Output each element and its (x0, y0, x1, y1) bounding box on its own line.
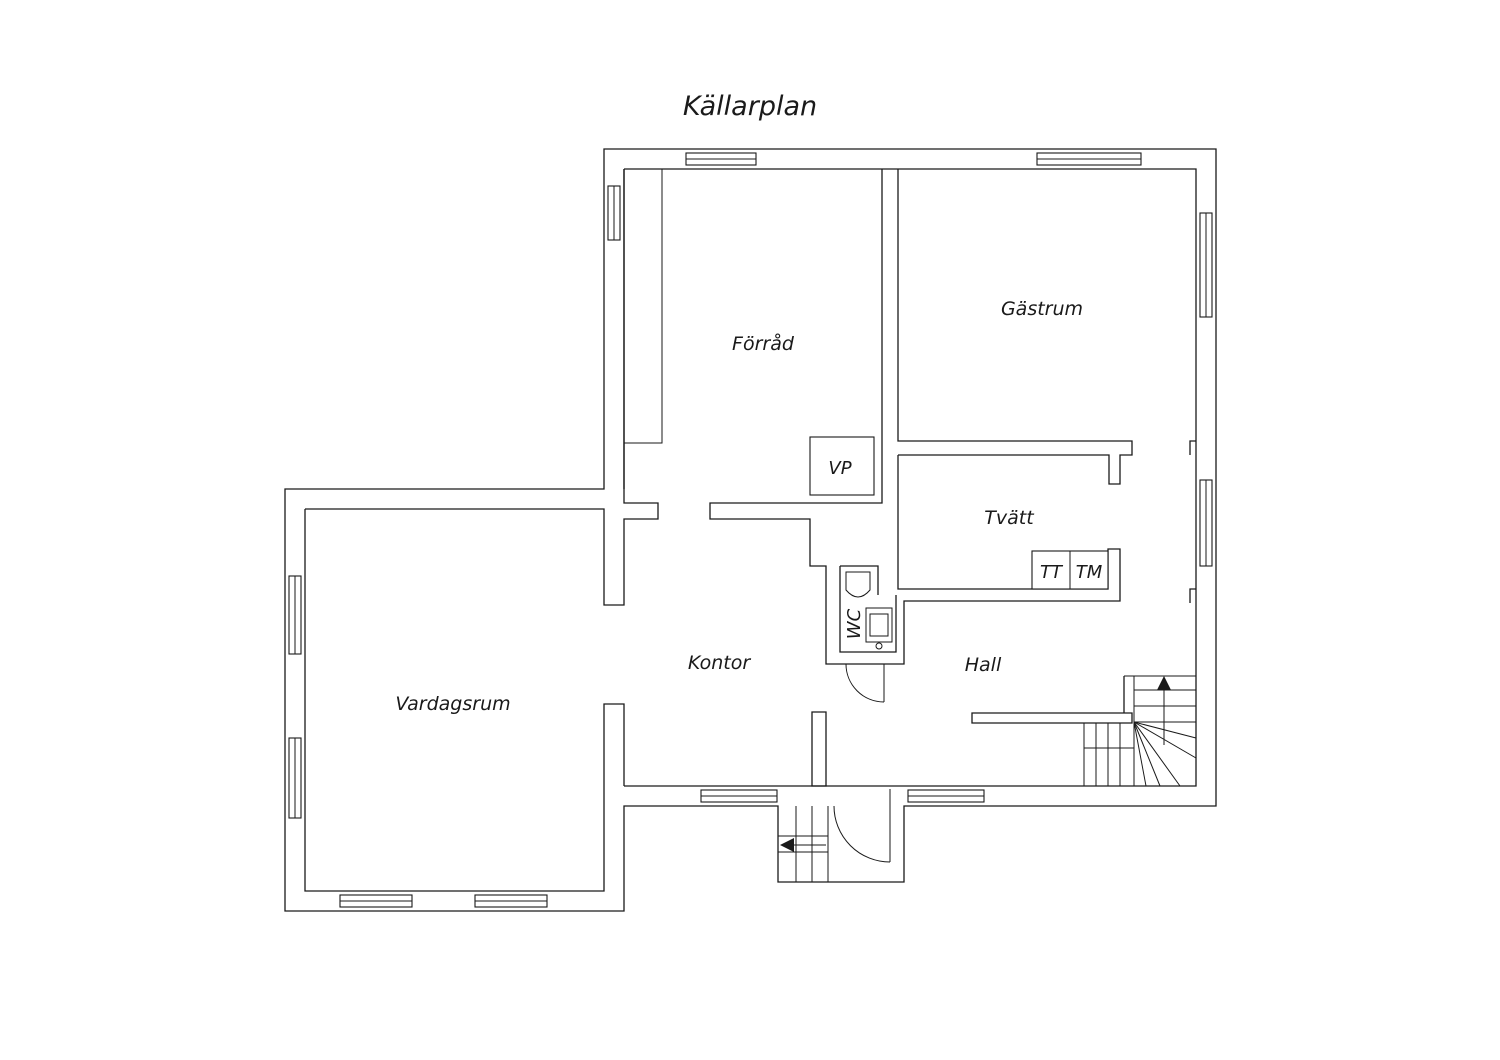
fixture-wc: WC (844, 571, 893, 650)
arrow-up-icon (1157, 676, 1171, 690)
fixture-vp: VP (809, 436, 875, 496)
staircase (1083, 675, 1197, 787)
wc-door (845, 663, 885, 703)
fixture-tm: TM (1076, 562, 1103, 583)
fixture-tt: TT (1040, 562, 1064, 583)
room-label-hall: Hall (965, 654, 1002, 676)
wc-label: WC (844, 608, 865, 639)
room-label-gastrum: Gästrum (1001, 298, 1083, 320)
windows (288, 152, 1213, 908)
plan-title: Källarplan (683, 91, 817, 122)
fixture-tt-tm: TT TM (1031, 550, 1109, 590)
arrow-left-icon (780, 838, 794, 852)
entrance-steps (778, 789, 891, 882)
room-label-tvatt: Tvätt (984, 507, 1035, 529)
outer-walls (284, 148, 1217, 912)
svg-text:VP: VP (828, 458, 851, 479)
room-label-kontor: Kontor (688, 652, 752, 674)
room-label-vardagsrum: Vardagsrum (395, 693, 510, 715)
interior-walls (624, 168, 1196, 787)
room-label-forrad: Förråd (732, 332, 795, 355)
